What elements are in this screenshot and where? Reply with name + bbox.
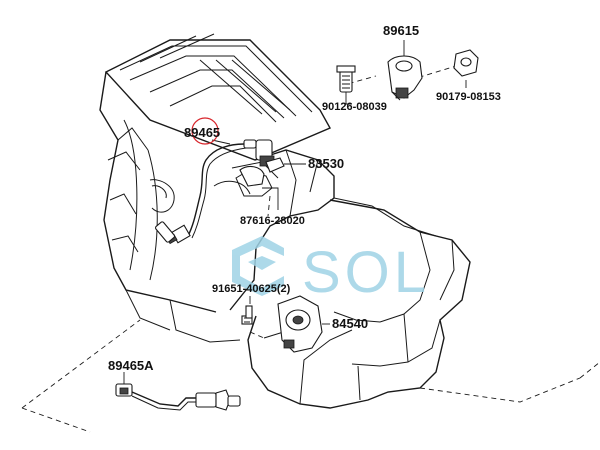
bolt-90126 <box>336 65 356 93</box>
label-89465: 89465 <box>184 125 220 140</box>
watermark: SOL <box>232 236 430 305</box>
clip-87616 <box>239 165 265 187</box>
transmission-housing <box>247 197 471 409</box>
label-90126-08039: 90126-08039 <box>322 101 387 113</box>
label-89615: 89615 <box>383 23 419 38</box>
part-labels: 89615 90126-08039 90179-08153 89465 8353… <box>108 23 501 373</box>
oil-pressure-switch-83530 <box>255 139 285 173</box>
label-91651-40625: 91651-40625(2) <box>212 283 291 295</box>
label-90179-08153: 90179-08153 <box>436 91 501 103</box>
oxygen-sensor-89465a <box>115 383 241 411</box>
nut-90179 <box>453 49 479 77</box>
label-89465a: 89465A <box>108 358 154 373</box>
watermark-logo <box>232 236 284 296</box>
label-87616-28020: 87616-28020 <box>240 215 305 227</box>
highlight-circle <box>191 117 219 145</box>
label-83530: 83530 <box>308 156 344 171</box>
watermark-logo-inner <box>248 256 276 270</box>
watermark-text: SOL <box>302 240 430 305</box>
label-84540: 84540 <box>332 316 368 331</box>
dashed-guide-lines <box>21 65 600 433</box>
engine-block <box>99 33 335 343</box>
knock-sensor-89615 <box>387 55 423 101</box>
switch-84540 <box>277 295 323 353</box>
oxygen-sensor-89465 <box>155 139 257 245</box>
bolt-91651 <box>241 305 253 325</box>
leader-lines <box>123 40 467 384</box>
